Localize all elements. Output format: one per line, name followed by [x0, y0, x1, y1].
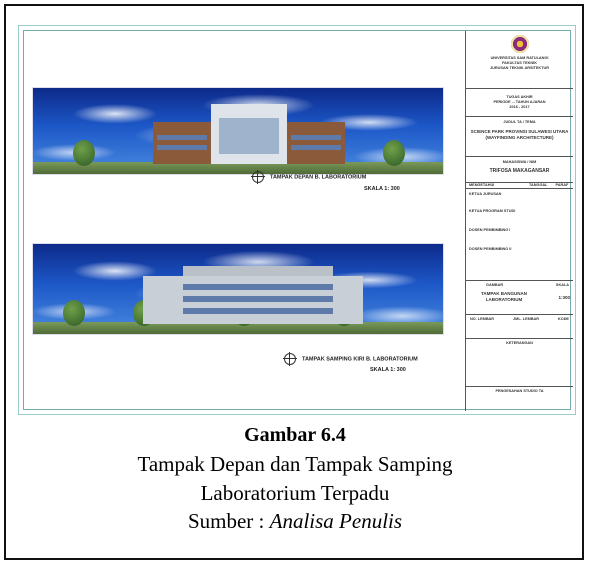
title-block: UNIVERSITAS SAM RATULANGI FAKULTAS TEKNI…	[465, 31, 573, 411]
drawing-title: TAMPAK BANGUNAN LABORATORIUM	[480, 291, 528, 302]
program-head-label: KETUA PROGRAM STUDI	[469, 209, 516, 213]
assignment-year: 2016 - 2017	[509, 105, 530, 109]
sheet-number-label: NO. LEMBAR	[470, 317, 495, 321]
student-label: MAHASISWA / NIM	[502, 160, 537, 164]
sheet-number-section: NO. LEMBAR JML. LEMBAR KODE	[466, 315, 573, 339]
drawing-sheet-border: TAMPAK DEPAN B. LABORATORIUM SKALA 1: 30…	[23, 30, 573, 411]
assignment-period: PERIODE ... TAHUN AJARAN	[493, 100, 546, 104]
project-title: SCIENCE PARK PROVINSI SULAWESI UTARA	[470, 129, 569, 134]
department-name: JURUSAN TEKNIK ARSITEKTUR	[490, 66, 549, 70]
window-band	[183, 284, 333, 290]
window-band	[183, 296, 333, 302]
window-band	[157, 135, 207, 140]
section-marker-icon	[283, 352, 297, 366]
front-elevation-render	[32, 87, 444, 175]
building-left-wing	[153, 122, 211, 164]
tree	[73, 140, 95, 166]
drawing-sheet: TAMPAK DEPAN B. LABORATORIUM SKALA 1: 30…	[18, 25, 576, 415]
approval-section: PENGESAHAN STUDIO TA	[466, 387, 573, 411]
drawing-title-section: GAMBAR SKALA TAMPAK BANGUNAN LABORATORIU…	[466, 281, 573, 315]
supervisor1-label: DOSEN PEMBIMBING I	[469, 228, 511, 232]
building-right-wing	[287, 122, 345, 164]
approval-label: PENGESAHAN STUDIO TA	[495, 389, 544, 393]
supervisor2-label: DOSEN PEMBIMBING II	[469, 247, 512, 251]
side-elevation-title: TAMPAK SAMPING KIRI B. LABORATORIUM	[302, 356, 418, 363]
tree	[383, 140, 405, 166]
university-name: UNIVERSITAS SAM RATULANGI	[490, 56, 549, 60]
window-band	[291, 135, 341, 140]
figure-number: Gambar 6.4	[244, 424, 346, 446]
notes-section: KETERANGAN	[466, 339, 573, 387]
sheet-count-label: JML. LEMBAR	[513, 317, 539, 321]
section-marker-icon	[251, 170, 265, 184]
head-label: KETUA JURUSAN	[469, 192, 502, 196]
assignment-section: TUGAS AKHIR PERIODE ... TAHUN AJARAN 201…	[466, 89, 573, 117]
drawing-label: GAMBAR	[486, 283, 504, 287]
source-text: Analisa Penulis	[269, 509, 403, 533]
signature-header: MENGETAHUI	[469, 183, 495, 187]
university-logo	[510, 35, 529, 53]
approvals-section: MENGETAHUI TANGGAL PARAF KETUA JURUSAN K…	[466, 183, 573, 281]
faculty-name: FAKULTAS TEKNIK	[502, 61, 537, 65]
sign-header: PARAF	[555, 183, 569, 187]
figure-frame	[4, 4, 584, 560]
tree	[63, 300, 85, 326]
scale-value: 1:300	[558, 294, 570, 300]
scale-label: SKALA	[555, 283, 569, 287]
student-section: MAHASISWA / NIM TRIFOSA MAKAGANSAR	[466, 157, 573, 183]
front-elevation-title: TAMPAK DEPAN B. LABORATORIUM	[270, 174, 367, 181]
building-side-upper	[183, 266, 333, 276]
student-name: TRIFOSA MAKAGANSAR	[489, 168, 550, 174]
window-band	[291, 145, 341, 150]
side-elevation-label: TAMPAK SAMPING KIRI B. LABORATORIUM	[283, 352, 418, 366]
date-header: TANGGAL	[529, 183, 548, 187]
window-band	[219, 118, 279, 154]
caption-source: Sumber : Analisa Penulis	[0, 509, 590, 534]
notes-label: KETERANGAN	[506, 341, 533, 345]
window-band	[157, 145, 207, 150]
topic-label: JUDUL TA / TEMA	[503, 120, 536, 124]
code-label: KODE	[558, 317, 569, 321]
side-elevation-render	[32, 243, 444, 335]
title-block-header: UNIVERSITAS SAM RATULANGI FAKULTAS TEKNI…	[466, 31, 573, 89]
source-prefix: Sumber :	[187, 509, 270, 533]
project-theme: (WAYFINDING ARCHITECTURE)	[485, 135, 554, 140]
project-section: JUDUL TA / TEMA SCIENCE PARK PROVINSI SU…	[466, 117, 573, 157]
ground	[33, 162, 443, 174]
window-band	[183, 308, 333, 314]
front-elevation-scale: SKALA 1: 300	[364, 186, 400, 192]
caption-line-1: Tampak Depan dan Tampak Samping	[137, 452, 453, 476]
side-elevation-scale: SKALA 1: 300	[370, 367, 406, 373]
front-elevation-label: TAMPAK DEPAN B. LABORATORIUM	[251, 170, 367, 184]
caption-line-2: Laboratorium Terpadu	[200, 481, 390, 505]
assignment-title: TUGAS AKHIR	[506, 95, 533, 99]
